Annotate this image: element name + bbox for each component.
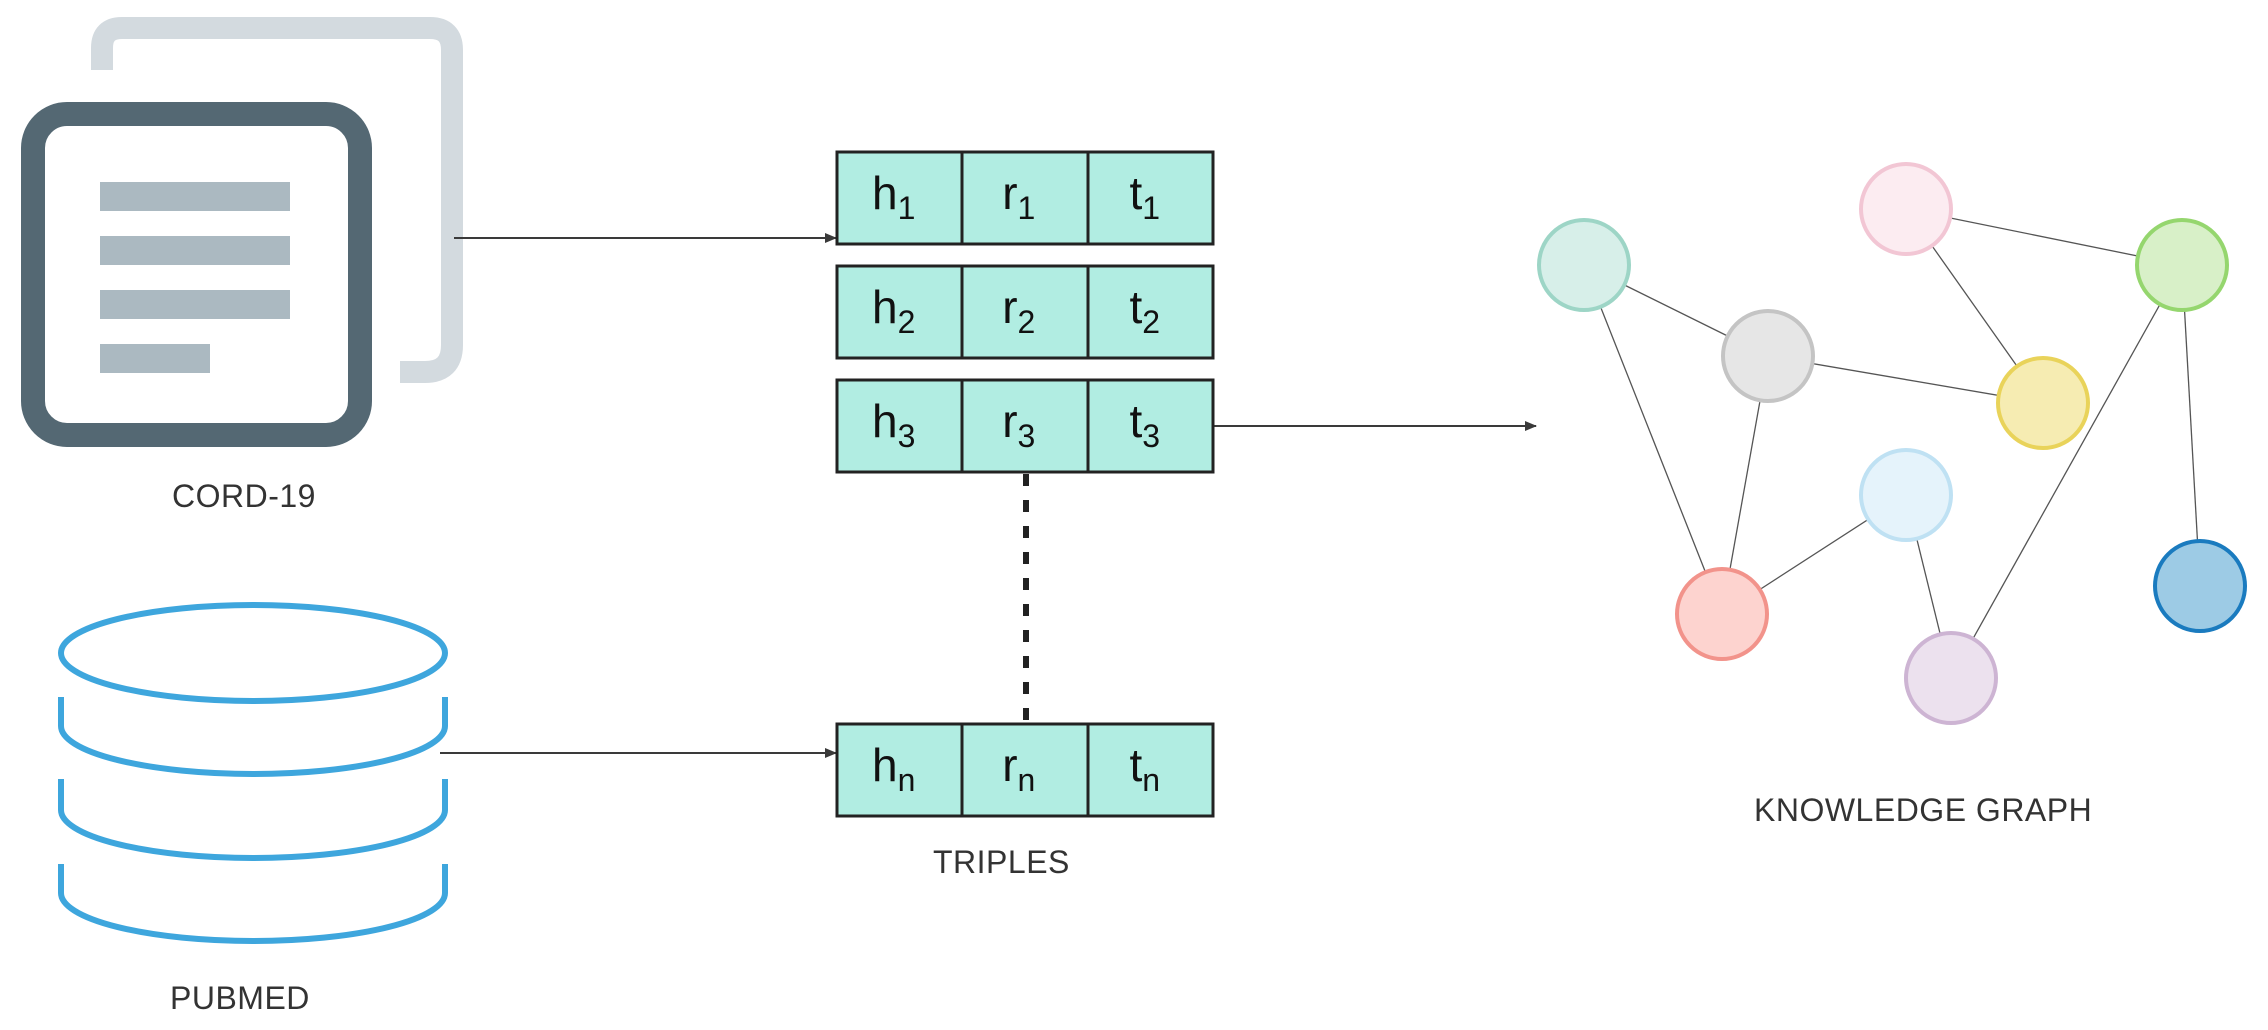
triple-cell-t: t2 <box>1129 281 1160 340</box>
graph-edge-teal-red <box>1583 264 1723 615</box>
triples-label: TRIPLES <box>933 844 1070 880</box>
graph-node-gray <box>1721 309 1815 403</box>
triple-cell-h: h2 <box>872 281 915 340</box>
graph-node-lightblue <box>1859 448 1953 542</box>
triple-cell-t: tn <box>1129 739 1160 798</box>
database-icon <box>58 602 448 944</box>
triple-cell-r: rn <box>1002 739 1035 798</box>
graph-node-purple <box>1904 631 1998 725</box>
graph-node-red <box>1675 567 1769 661</box>
triple-cell-r: r2 <box>1002 281 1035 340</box>
graph-node-darkblue <box>2153 539 2247 633</box>
cord19-label: CORD-19 <box>172 478 316 514</box>
triple-cell-r: r1 <box>1002 167 1035 226</box>
documents-icon <box>21 17 463 447</box>
graph-edge-green-darkblue <box>2181 264 2201 587</box>
triple-cell-r: r3 <box>1002 395 1035 454</box>
graph-nodes <box>1537 162 2247 725</box>
triple-row <box>835 264 1215 360</box>
pubmed-label: PUBMED <box>170 980 310 1016</box>
triple-cell-h: h3 <box>872 395 915 454</box>
graph-node-yellow <box>1996 356 2090 450</box>
graph-node-pink <box>1859 162 1953 256</box>
graph-node-green <box>2135 218 2229 312</box>
triple-cell-h: h1 <box>872 167 915 226</box>
triple-row <box>835 378 1215 474</box>
triple-cell-h: hn <box>872 739 915 798</box>
graph-node-teal <box>1537 218 1631 312</box>
triple-cell-t: t3 <box>1129 395 1160 454</box>
triple-row <box>835 722 1215 818</box>
triple-row <box>835 150 1215 246</box>
graph-edge-green-purple <box>1950 264 2183 679</box>
knowledge-graph-label: KNOWLEDGE GRAPH <box>1754 792 2093 828</box>
triples-table: h1 r1 t1 h2 r2 t2 h3 r3 t3 hn rn tn <box>835 150 1215 818</box>
triple-cell-t: t1 <box>1129 167 1160 226</box>
